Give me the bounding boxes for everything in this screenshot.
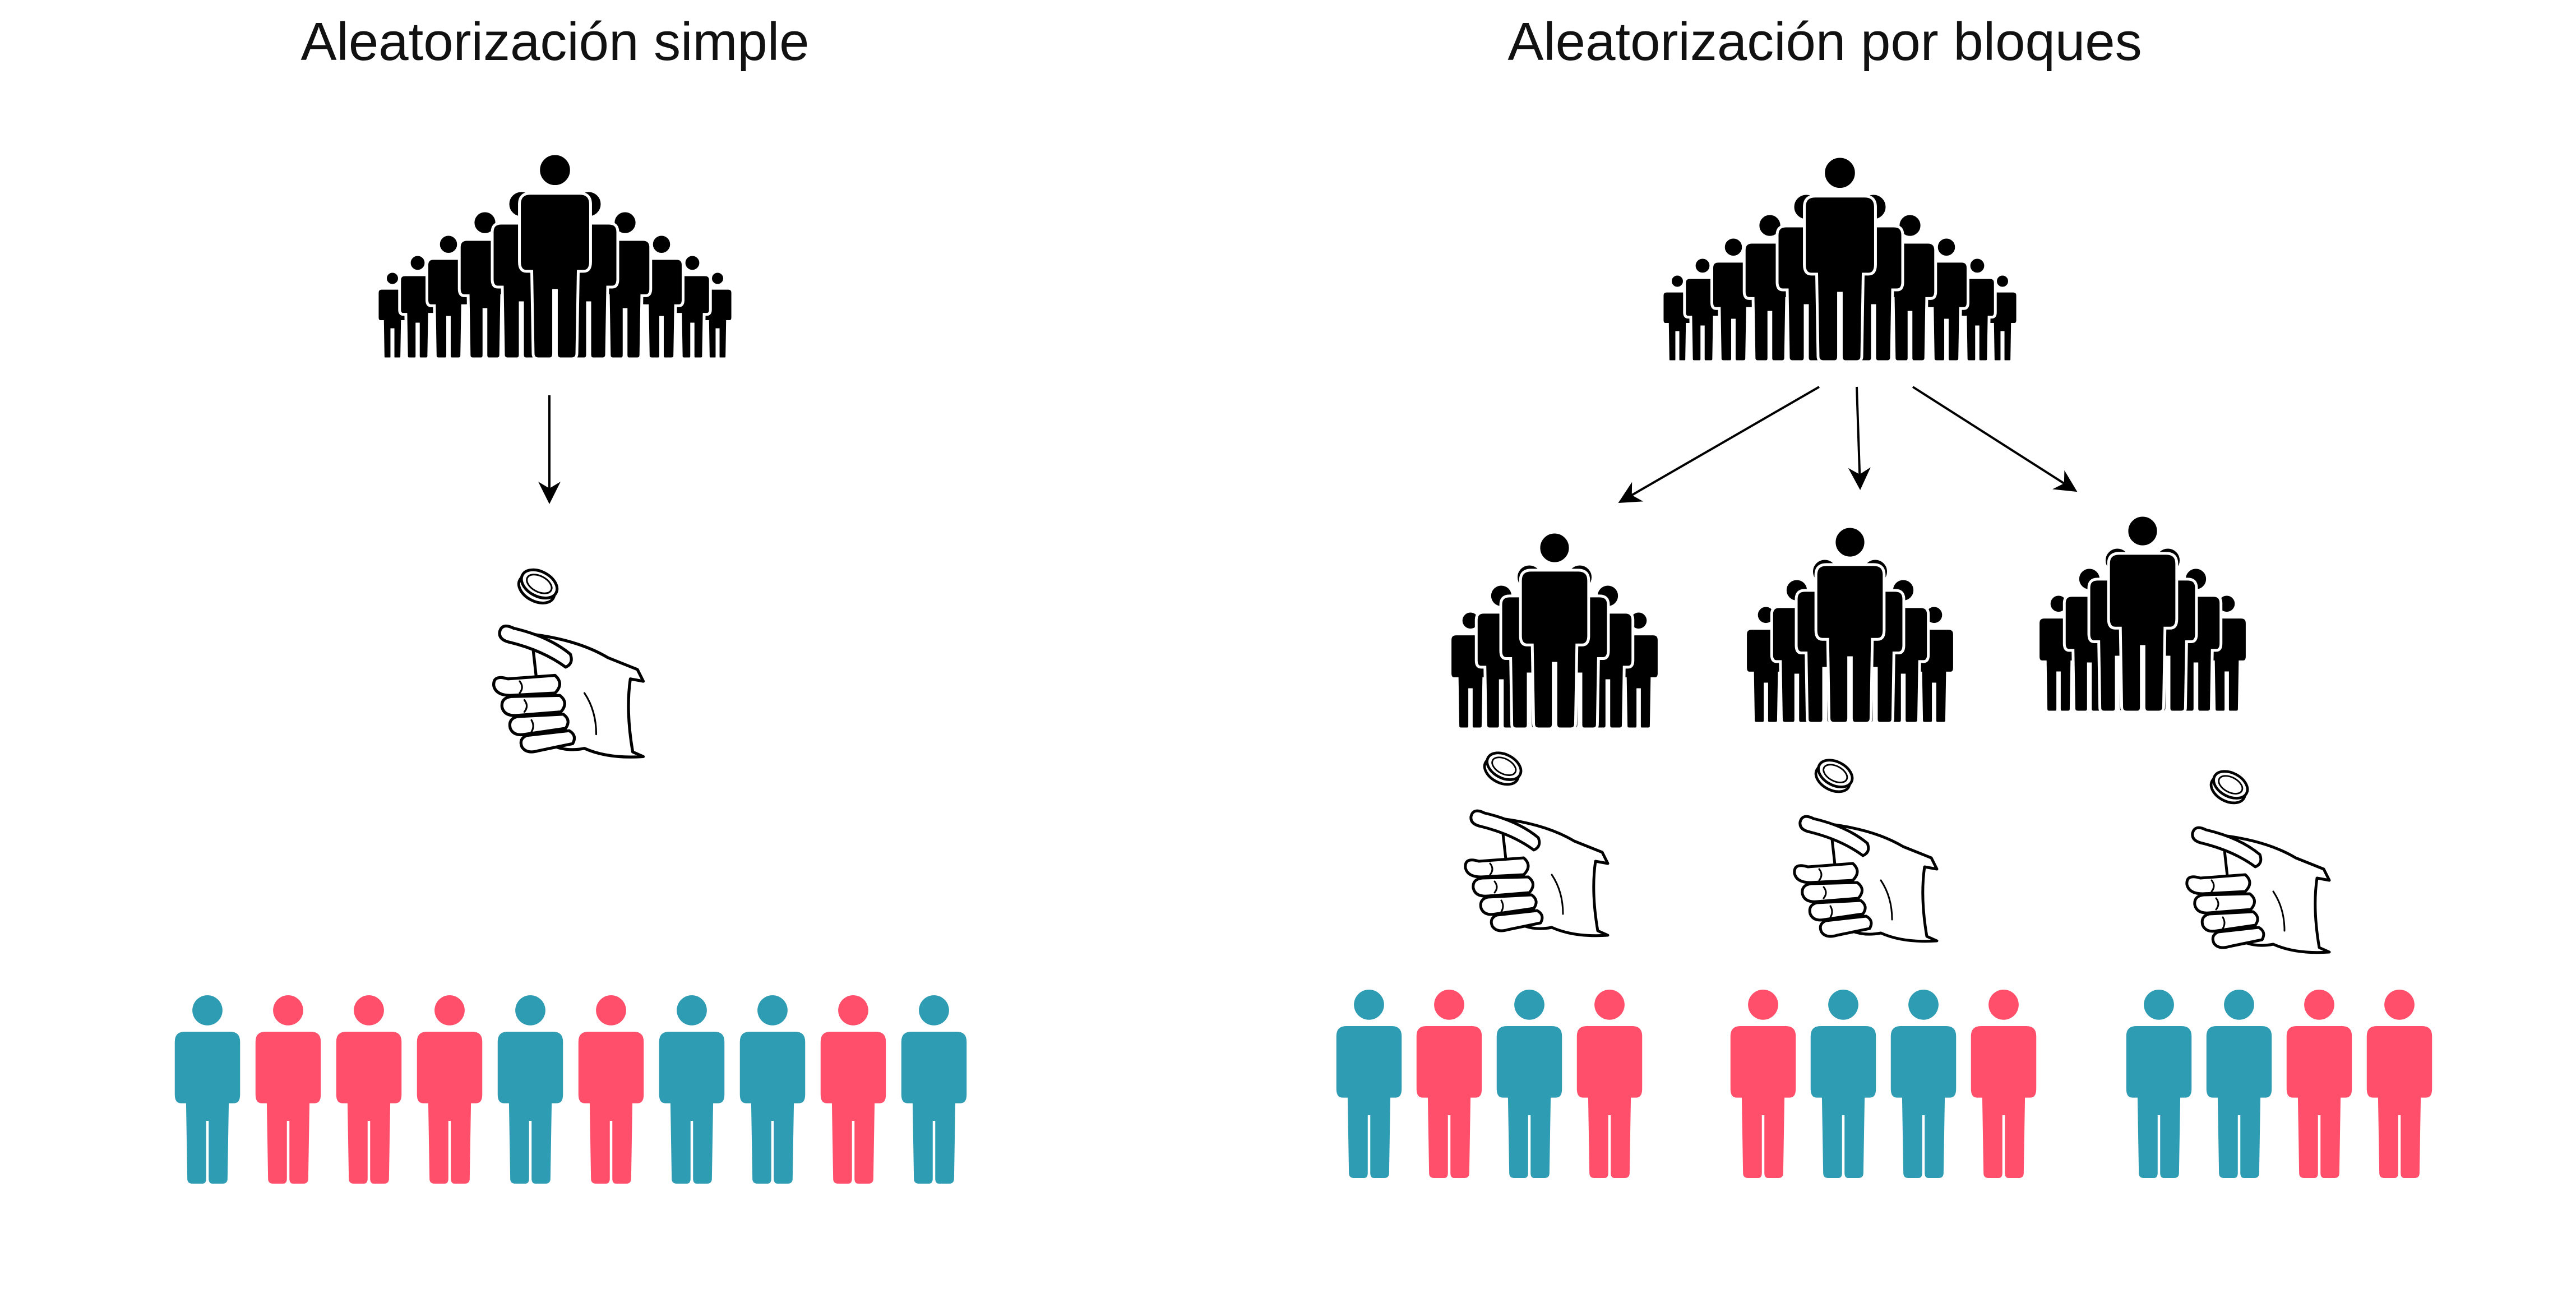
population-crowd-icon [1661,155,2019,363]
block-randomization-title: Aleatorización por bloques [1507,12,2142,72]
person-icon-teal [497,995,563,1184]
coin-toss-hand-icon [2185,826,2331,954]
arrow-icon [1912,386,2078,492]
person-icon-red [255,995,321,1184]
block-assignment-row [1730,990,2037,1178]
population-crowd-icon [376,152,734,361]
block-group-icon [2037,514,2249,714]
block-group-icon-member [1814,525,1886,725]
person-icon-red [1730,990,1796,1178]
person-icon-red [820,995,886,1184]
person-icon-teal [2206,990,2272,1178]
population-crowd-icon-member [518,152,592,361]
person-icon-teal [1890,990,1957,1178]
coin-icon [517,568,559,604]
person-icon-red [1416,990,1482,1178]
person-icon-teal [2126,990,2192,1178]
person-icon-red [336,995,402,1184]
arrow-icon [1848,386,1871,490]
simple-assignment-row [174,995,967,1184]
block-group-icon [1449,530,1661,731]
block-assignment-row [2126,990,2432,1178]
person-icon-teal [739,995,806,1184]
arrow-icon [1618,386,1820,504]
coin-toss-hand-icon [1464,809,1610,937]
person-icon-teal [1496,990,1562,1178]
person-icon-red [2366,990,2432,1178]
coin-icon [1483,751,1523,786]
person-icon-red [578,995,644,1184]
person-icon-red [417,995,483,1184]
person-icon-teal [1336,990,1402,1178]
block-group-icon-member [2107,514,2179,714]
coin-icon [2209,770,2249,805]
coin-icon [1814,759,1854,793]
coin-toss-hand-icon [1793,815,1939,943]
block-assignment-row [1336,990,1643,1178]
person-icon-teal [901,995,967,1184]
simple-randomization-title: Aleatorización simple [300,12,810,72]
coin-toss-hand-icon [492,624,645,759]
block-group-icon [1744,525,1956,725]
person-icon-red [1971,990,2037,1178]
person-icon-teal [659,995,725,1184]
person-icon-red [2286,990,2352,1178]
person-icon-red [1576,990,1643,1178]
population-crowd-icon-member [1803,155,1877,363]
block-group-icon-member [1519,530,1590,731]
person-icon-teal [1810,990,1876,1178]
person-icon-teal [174,995,241,1184]
